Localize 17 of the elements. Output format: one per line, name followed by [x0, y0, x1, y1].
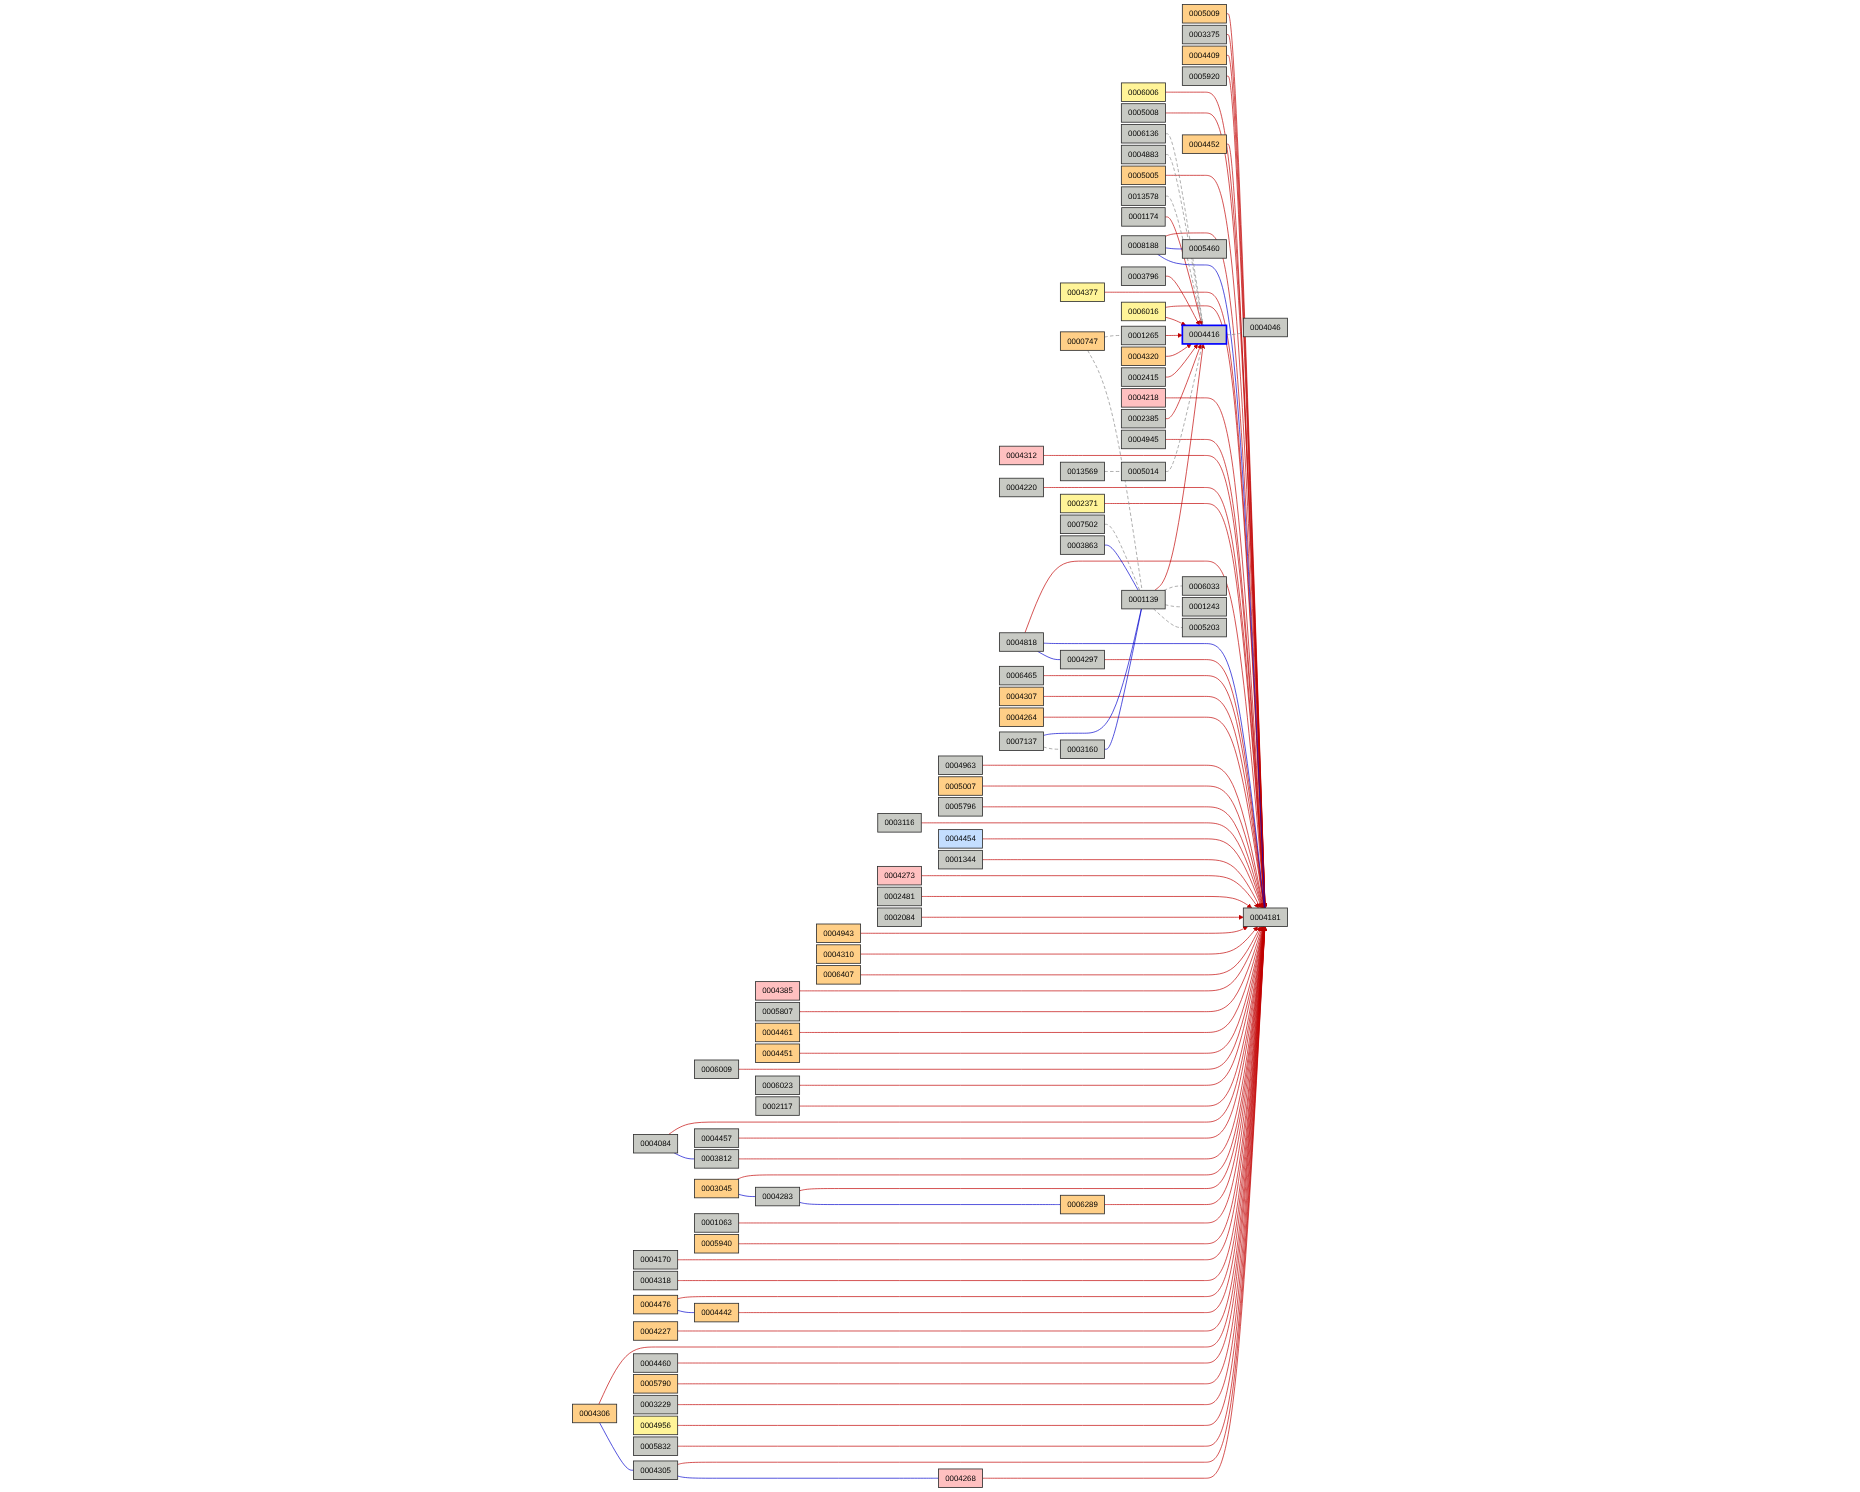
connector	[1164, 604, 1183, 608]
connector	[1104, 471, 1122, 472]
connector	[1104, 608, 1142, 750]
connector	[599, 1422, 634, 1471]
connector	[1104, 544, 1139, 591]
connector	[1043, 746, 1061, 750]
connector	[1104, 335, 1122, 338]
connector	[673, 1152, 695, 1160]
connector	[677, 1310, 695, 1313]
connector	[1037, 650, 1061, 660]
connector	[738, 1194, 756, 1197]
connector	[1104, 523, 1140, 591]
connector	[1087, 350, 1143, 591]
connector	[1226, 332, 1244, 335]
connector	[1043, 608, 1142, 736]
connector	[799, 1202, 1061, 1205]
connector	[1153, 608, 1183, 628]
